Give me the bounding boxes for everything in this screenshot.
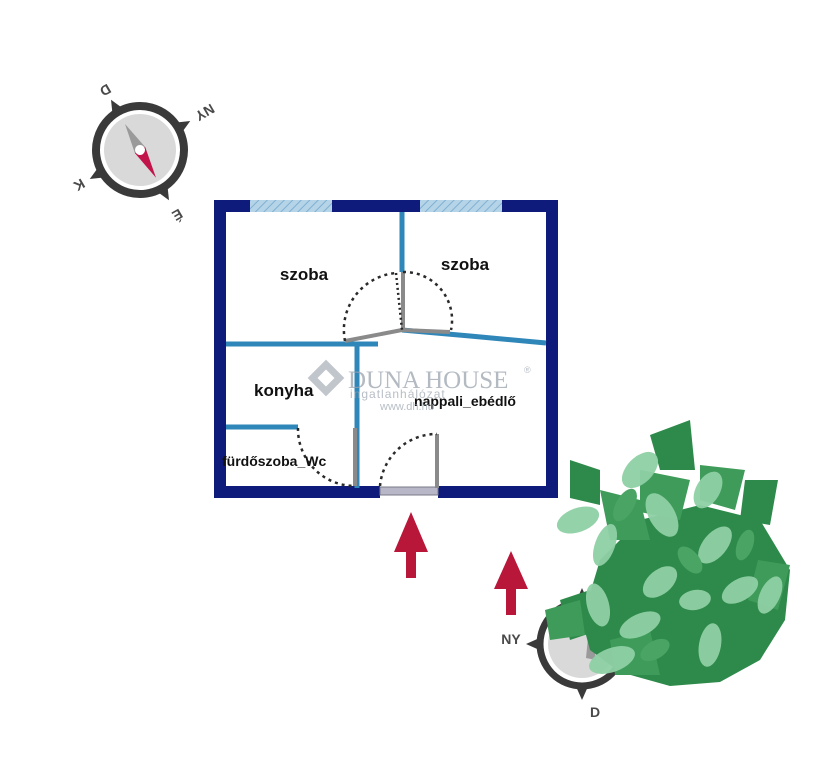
inner-walls: [226, 212, 547, 488]
floor-plan: szoba szoba konyha nappali_ebédlő fürdős…: [214, 200, 558, 498]
door-leaves: [344, 272, 451, 488]
room-label-living-dining: nappali_ebédlő: [414, 393, 516, 409]
compass-icon: [89, 99, 191, 201]
window-right: [420, 200, 502, 212]
watermark: DUNA HOUSE ® ingatlanhálózat www.dh.hu: [307, 359, 531, 413]
plant-icon: [545, 420, 790, 686]
compass-top-west-letter: K: [71, 176, 88, 195]
watermark-registered: ®: [524, 365, 531, 375]
entrance-arrow-main: [394, 512, 428, 578]
compass-top-north-letter: D: [97, 81, 114, 100]
compass-top-east-letter: NY: [192, 101, 217, 125]
entrance-threshold: [379, 486, 439, 496]
door-arcs: [296, 270, 454, 488]
window-left: [250, 200, 332, 212]
compass-bottom-west-letter: NY: [501, 631, 521, 647]
entrance-arrow-secondary: [494, 551, 528, 615]
room-label-szoba-right: szoba: [441, 255, 490, 274]
duna-house-logo-icon: [307, 359, 345, 397]
arrow-up-icon: [494, 551, 528, 615]
watermark-brand: DUNA HOUSE: [348, 367, 508, 394]
room-label-szoba-left: szoba: [280, 265, 329, 284]
compass-bottom-south-letter: D: [590, 704, 600, 720]
watermark-url: www.dh.hu: [379, 401, 434, 413]
outer-walls: [214, 200, 558, 498]
compass-top-south-letter: É: [169, 206, 185, 225]
watermark-subtitle: ingatlanhálózat: [350, 387, 446, 401]
room-label-kitchen: konyha: [254, 381, 314, 400]
room-label-bathroom: fürdőszoba_Wc: [222, 453, 326, 469]
arrow-up-icon: [394, 512, 428, 578]
